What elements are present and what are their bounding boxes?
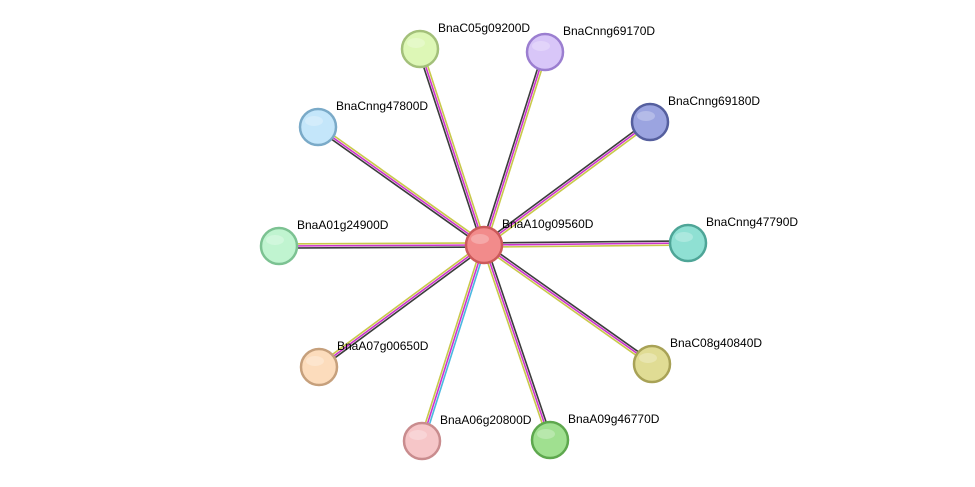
edge-evidence-line bbox=[318, 124, 486, 244]
edge-evidence-line bbox=[279, 246, 485, 249]
node-circle[interactable] bbox=[400, 29, 440, 69]
edge-evidence-line bbox=[484, 244, 689, 248]
edge-BnaC05g09200D[interactable] bbox=[417, 48, 487, 246]
edge-evidence-line bbox=[483, 240, 688, 244]
node-circle[interactable] bbox=[299, 347, 339, 387]
node-BnaCnng47790D[interactable]: BnaCnng47790D bbox=[668, 215, 798, 263]
edge-evidence-line bbox=[316, 128, 484, 248]
edge-BnaC08g40840D[interactable] bbox=[482, 242, 654, 367]
edge-evidence-line bbox=[278, 244, 485, 247]
node-label: BnaCnng47800D bbox=[336, 99, 428, 113]
node-label: BnaCnng69180D bbox=[668, 94, 760, 108]
edge-evidence-line bbox=[318, 244, 485, 368]
node-label: BnaA07g00650D bbox=[337, 339, 429, 353]
node-highlight bbox=[471, 234, 489, 244]
node-BnaA06g20800D[interactable]: BnaA06g20800D bbox=[402, 413, 532, 461]
node-circle[interactable] bbox=[668, 223, 708, 263]
node-label: BnaCnng69170D bbox=[563, 24, 655, 38]
edge-evidence-line bbox=[482, 246, 652, 367]
edge-evidence-line bbox=[481, 245, 549, 441]
edge-evidence-line bbox=[485, 244, 553, 440]
edge-evidence-line bbox=[421, 244, 485, 442]
edge-evidence-line bbox=[483, 244, 551, 441]
edge-evidence-line bbox=[483, 51, 546, 246]
edge-evidence-line bbox=[419, 48, 485, 246]
node-label: BnaC08g40840D bbox=[670, 336, 762, 350]
node-BnaC08g40840D[interactable]: BnaC08g40840D bbox=[632, 336, 762, 384]
node-highlight bbox=[675, 232, 693, 242]
node-highlight bbox=[639, 353, 657, 363]
edge-BnaA06g20800D[interactable] bbox=[419, 244, 487, 442]
node-label: BnaA09g46770D bbox=[568, 412, 660, 426]
node-BnaA01g24900D[interactable]: BnaA01g24900D bbox=[259, 218, 389, 266]
node-BnaCnng69180D[interactable]: BnaCnng69180D bbox=[630, 94, 760, 142]
edge-evidence-line bbox=[423, 245, 487, 442]
node-BnaCnng69170D[interactable]: BnaCnng69170D bbox=[525, 24, 655, 72]
edge-evidence-line bbox=[317, 242, 484, 366]
edge-evidence-line bbox=[484, 242, 654, 363]
node-circle[interactable] bbox=[630, 102, 670, 142]
node-BnaA07g00650D[interactable]: BnaA07g00650D bbox=[299, 339, 429, 387]
center-node[interactable]: BnaA10g09560D bbox=[464, 217, 594, 265]
node-circle[interactable] bbox=[632, 344, 672, 384]
node-circle[interactable] bbox=[259, 226, 299, 266]
node-circle[interactable] bbox=[298, 107, 338, 147]
edge-evidence-line bbox=[483, 244, 653, 365]
edge-evidence-line bbox=[319, 246, 486, 370]
node-highlight bbox=[305, 116, 323, 126]
edge-BnaA01g24900D[interactable] bbox=[278, 242, 485, 249]
node-highlight bbox=[532, 41, 550, 51]
edge-BnaCnng47790D[interactable] bbox=[483, 240, 689, 248]
node-circle[interactable] bbox=[525, 32, 565, 72]
node-label: BnaA06g20800D bbox=[440, 413, 532, 427]
edge-BnaA09g46770D[interactable] bbox=[481, 244, 553, 441]
edge-evidence-line bbox=[417, 49, 483, 246]
edge-evidence-line bbox=[278, 242, 484, 245]
edge-BnaCnng69180D[interactable] bbox=[482, 119, 652, 248]
edge-evidence-line bbox=[419, 244, 483, 441]
node-label: BnaA01g24900D bbox=[297, 218, 389, 232]
edge-evidence-line bbox=[483, 242, 689, 246]
node-highlight bbox=[266, 235, 284, 245]
node-highlight bbox=[407, 38, 425, 48]
edge-evidence-line bbox=[484, 123, 652, 248]
edge-evidence-line bbox=[317, 126, 485, 246]
edge-evidence-line bbox=[485, 52, 548, 246]
node-label: BnaC05g09200D bbox=[438, 21, 530, 35]
node-circle[interactable] bbox=[464, 225, 504, 265]
node-circle[interactable] bbox=[530, 420, 570, 460]
edge-BnaA07g00650D[interactable] bbox=[317, 242, 486, 370]
node-label: BnaCnng47790D bbox=[706, 215, 798, 229]
edge-BnaCnng47800D[interactable] bbox=[316, 124, 486, 248]
nodes-layer: BnaC05g09200D BnaCnng69170D BnaCnng69180D B… bbox=[259, 21, 798, 461]
node-highlight bbox=[637, 111, 655, 121]
node-BnaA09g46770D[interactable]: BnaA09g46770D bbox=[530, 412, 660, 460]
edge-BnaCnng69170D[interactable] bbox=[481, 51, 548, 246]
node-highlight bbox=[537, 429, 555, 439]
node-BnaCnng47800D[interactable]: BnaCnng47800D bbox=[298, 99, 428, 147]
node-circle[interactable] bbox=[402, 421, 442, 461]
edge-evidence-line bbox=[421, 48, 487, 245]
node-highlight bbox=[306, 356, 324, 366]
node-highlight bbox=[409, 430, 427, 440]
edge-evidence-line bbox=[482, 119, 650, 244]
edge-evidence-line bbox=[483, 121, 651, 246]
edge-evidence-line bbox=[481, 51, 544, 245]
node-BnaC05g09200D[interactable]: BnaC05g09200D bbox=[400, 21, 530, 69]
node-label: BnaA10g09560D bbox=[502, 217, 594, 231]
edges-layer bbox=[278, 48, 689, 442]
